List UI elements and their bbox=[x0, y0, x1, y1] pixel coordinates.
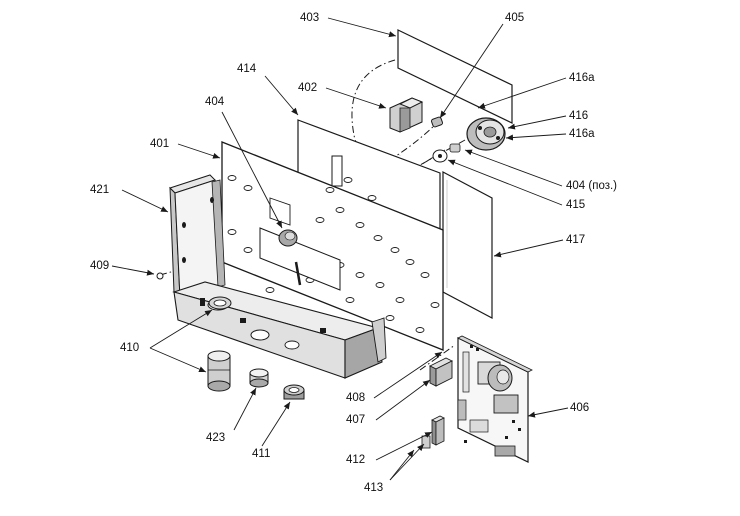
callout-405: 405 bbox=[505, 12, 525, 24]
callout-403: 403 bbox=[300, 12, 320, 24]
callout-421: 421 bbox=[90, 184, 110, 196]
part-410-fittings bbox=[207, 296, 232, 392]
part-402-block bbox=[389, 97, 424, 133]
tray-base bbox=[172, 281, 387, 379]
part-417-panel bbox=[442, 171, 493, 319]
callout-409: 409 bbox=[90, 260, 110, 272]
part-421-bracket bbox=[169, 174, 226, 300]
callout-414: 414 bbox=[237, 63, 257, 75]
part-411-ring bbox=[283, 384, 305, 400]
part-406-circuit-board bbox=[457, 335, 533, 463]
part-412-connector bbox=[421, 415, 445, 449]
callout-406: 406 bbox=[570, 402, 590, 414]
leader-lines bbox=[111, 17, 569, 481]
part-409-screw bbox=[156, 272, 164, 280]
callout-423: 423 bbox=[206, 432, 226, 444]
callout-417: 417 bbox=[566, 234, 586, 246]
part-405-screw bbox=[430, 116, 444, 128]
callout-416: 416 bbox=[569, 110, 589, 122]
callout-407: 407 bbox=[346, 414, 366, 426]
callout-410: 410 bbox=[120, 342, 140, 354]
callout-416a-bottom: 416a bbox=[569, 128, 595, 140]
part-408-connector bbox=[428, 357, 454, 387]
callout-408: 408 bbox=[346, 392, 366, 404]
callout-404-position: 404 (поз.) bbox=[566, 180, 618, 192]
part-423-ring bbox=[249, 368, 269, 388]
callout-411: 411 bbox=[252, 448, 271, 460]
callout-402: 402 bbox=[298, 82, 318, 94]
callout-412: 412 bbox=[346, 454, 366, 466]
callout-415: 415 bbox=[566, 199, 586, 211]
callout-401: 401 bbox=[150, 138, 170, 150]
callout-413: 413 bbox=[364, 482, 384, 494]
callout-416a-top: 416a bbox=[569, 72, 595, 84]
part-416-knob bbox=[466, 117, 506, 151]
part-415-disc bbox=[432, 143, 461, 163]
callout-404: 404 bbox=[205, 96, 225, 108]
